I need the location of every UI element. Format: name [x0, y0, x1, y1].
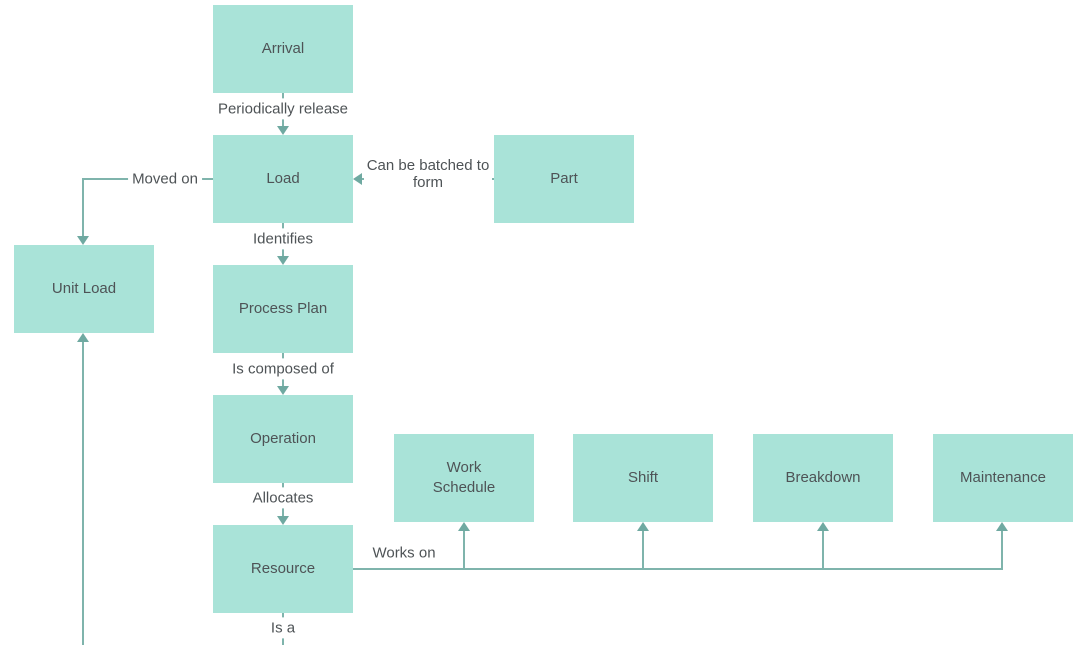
node-operation-label: Operation — [250, 429, 316, 447]
node-resource-label: Resource — [250, 559, 316, 577]
arrow-down-icon — [277, 386, 289, 395]
node-arrival: Arrival — [213, 5, 353, 93]
node-work-schedule: Work Schedule — [394, 434, 534, 522]
arrow-up-icon — [458, 522, 470, 531]
node-shift-label: Shift — [627, 468, 658, 486]
node-unit-load: Unit Load — [14, 245, 154, 333]
edge-label-moved-on: Moved on — [128, 168, 202, 190]
edge-unit-load-up-line — [82, 342, 84, 645]
edge-label-periodically-release: Periodically release — [213, 98, 353, 120]
edge-label-identifies: Identifies — [248, 228, 318, 250]
node-part-label: Part — [550, 169, 578, 187]
edge-label-is-a: Is a — [266, 617, 300, 639]
edge-works-on-branch-breakdown — [822, 531, 824, 569]
node-load: Load — [213, 135, 353, 223]
node-load-label: Load — [266, 169, 300, 187]
edge-moved-on-vline — [82, 178, 84, 236]
node-breakdown-label: Breakdown — [785, 468, 861, 486]
node-operation: Operation — [213, 395, 353, 483]
edge-works-on-branch-maintenance — [1001, 531, 1003, 570]
node-process-plan-label: Process Plan — [238, 299, 328, 317]
edge-label-works-on: Works on — [368, 542, 440, 564]
arrow-up-icon — [77, 333, 89, 342]
edge-works-on-bus — [353, 568, 1003, 570]
arrow-down-icon — [277, 256, 289, 265]
arrow-up-icon — [996, 522, 1008, 531]
arrow-up-icon — [637, 522, 649, 531]
node-arrival-label: Arrival — [261, 39, 305, 57]
arrow-up-icon — [817, 522, 829, 531]
edge-label-allocates: Allocates — [248, 487, 318, 509]
node-part: Part — [494, 135, 634, 223]
node-unit-load-label: Unit Load — [51, 279, 117, 297]
node-work-schedule-label: Work Schedule — [432, 458, 496, 496]
node-process-plan: Process Plan — [213, 265, 353, 353]
arrow-down-icon — [277, 516, 289, 525]
arrow-left-icon — [353, 173, 362, 185]
edge-works-on-branch-work-schedule — [463, 531, 465, 569]
node-maintenance-label: Maintenance — [960, 468, 1046, 486]
edge-label-is-composed-of: Is composed of — [228, 358, 338, 380]
node-maintenance: Maintenance — [933, 434, 1073, 522]
node-breakdown: Breakdown — [753, 434, 893, 522]
node-shift: Shift — [573, 434, 713, 522]
arrow-down-icon — [77, 236, 89, 245]
node-resource: Resource — [213, 525, 353, 613]
edge-works-on-branch-shift — [642, 531, 644, 569]
edge-label-can-be-batched: Can be batched to form — [364, 154, 492, 194]
arrow-down-icon — [277, 126, 289, 135]
